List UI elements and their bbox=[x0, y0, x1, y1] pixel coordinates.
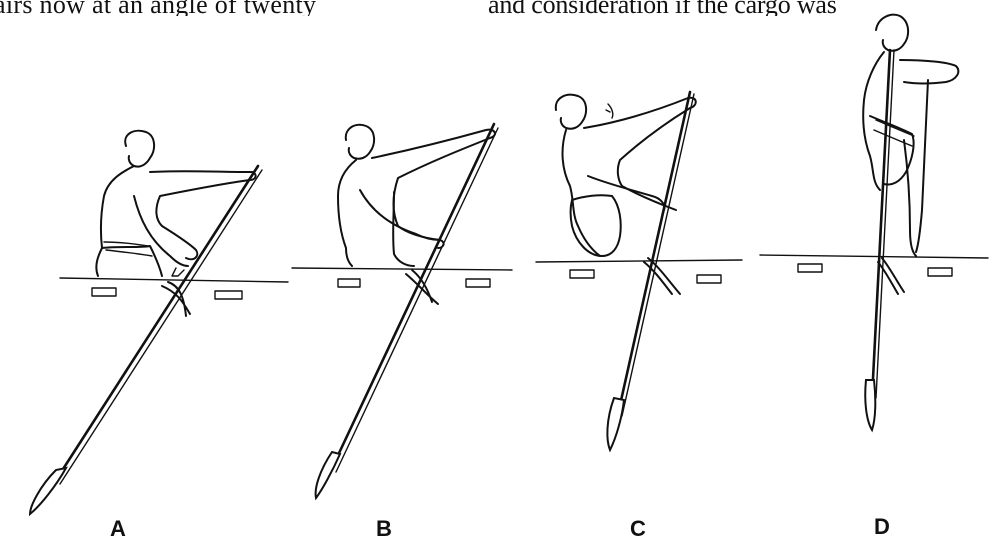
panel-a-label: A bbox=[110, 516, 126, 539]
panel-d-thwart-left bbox=[798, 264, 822, 272]
panel-a-paddle-blade bbox=[30, 468, 66, 514]
panel-c-gunwale-line bbox=[536, 260, 742, 262]
panel-a-thwart-left bbox=[92, 288, 116, 296]
panel-a-front-arm bbox=[134, 196, 188, 266]
panel-c-paddle-shaft-edge bbox=[622, 94, 694, 416]
panel-d-head bbox=[876, 15, 908, 51]
panel-a-thwart-right bbox=[215, 291, 242, 299]
panel-c-paddle-blade bbox=[607, 398, 624, 450]
panel-b-head bbox=[346, 125, 374, 159]
panel-b-torso bbox=[338, 160, 356, 266]
panel-a-seat-strap bbox=[104, 242, 152, 256]
panel-d-raised-arm bbox=[900, 60, 958, 84]
panel-c-thwart-right bbox=[697, 275, 721, 283]
panel-c-figure bbox=[536, 92, 742, 450]
panel-d-sash bbox=[874, 120, 914, 146]
panel-b-paddle-shaft-edge bbox=[336, 128, 498, 472]
panel-c-front-arm bbox=[588, 176, 664, 210]
panel-b-back-arm bbox=[372, 130, 495, 248]
panel-d-paddle-blade bbox=[865, 380, 875, 430]
panel-d-paddle-shaft-edge bbox=[876, 50, 894, 398]
panel-c-hand-detail bbox=[606, 104, 613, 118]
panel-a-gunwale-line bbox=[60, 278, 288, 282]
panel-b-thwart-left bbox=[338, 279, 360, 287]
panel-c-head bbox=[556, 95, 586, 129]
panel-a-head bbox=[125, 131, 154, 167]
panel-c-paddle-shaft bbox=[618, 92, 690, 414]
panel-b-paddle-blade bbox=[316, 452, 340, 498]
panel-c-label: C bbox=[630, 516, 646, 539]
panel-d-paddle-shaft bbox=[872, 50, 890, 398]
panel-b-gunwale-line bbox=[292, 268, 512, 270]
panel-d-figure bbox=[760, 15, 988, 430]
panel-a-paddle-shaft-edge bbox=[60, 170, 262, 484]
panel-b-label: B bbox=[376, 516, 392, 539]
panel-a-torso bbox=[96, 166, 134, 276]
panel-d-gunwale-line bbox=[760, 255, 988, 258]
panel-c-torso bbox=[563, 130, 600, 256]
panel-d-label: D bbox=[874, 514, 890, 539]
panel-a-back-arm bbox=[150, 171, 256, 259]
panel-d-thwart-right bbox=[928, 268, 952, 276]
panel-b-front-arm bbox=[360, 190, 440, 240]
panel-c-thwart-left bbox=[570, 270, 594, 278]
panel-a-figure bbox=[30, 131, 288, 514]
panel-b-thwart-right bbox=[466, 279, 490, 287]
panel-a-splash bbox=[172, 268, 184, 276]
panel-b-paddle-shaft bbox=[332, 124, 494, 468]
panel-b-figure bbox=[292, 124, 512, 498]
panel-d-legs bbox=[904, 80, 928, 256]
